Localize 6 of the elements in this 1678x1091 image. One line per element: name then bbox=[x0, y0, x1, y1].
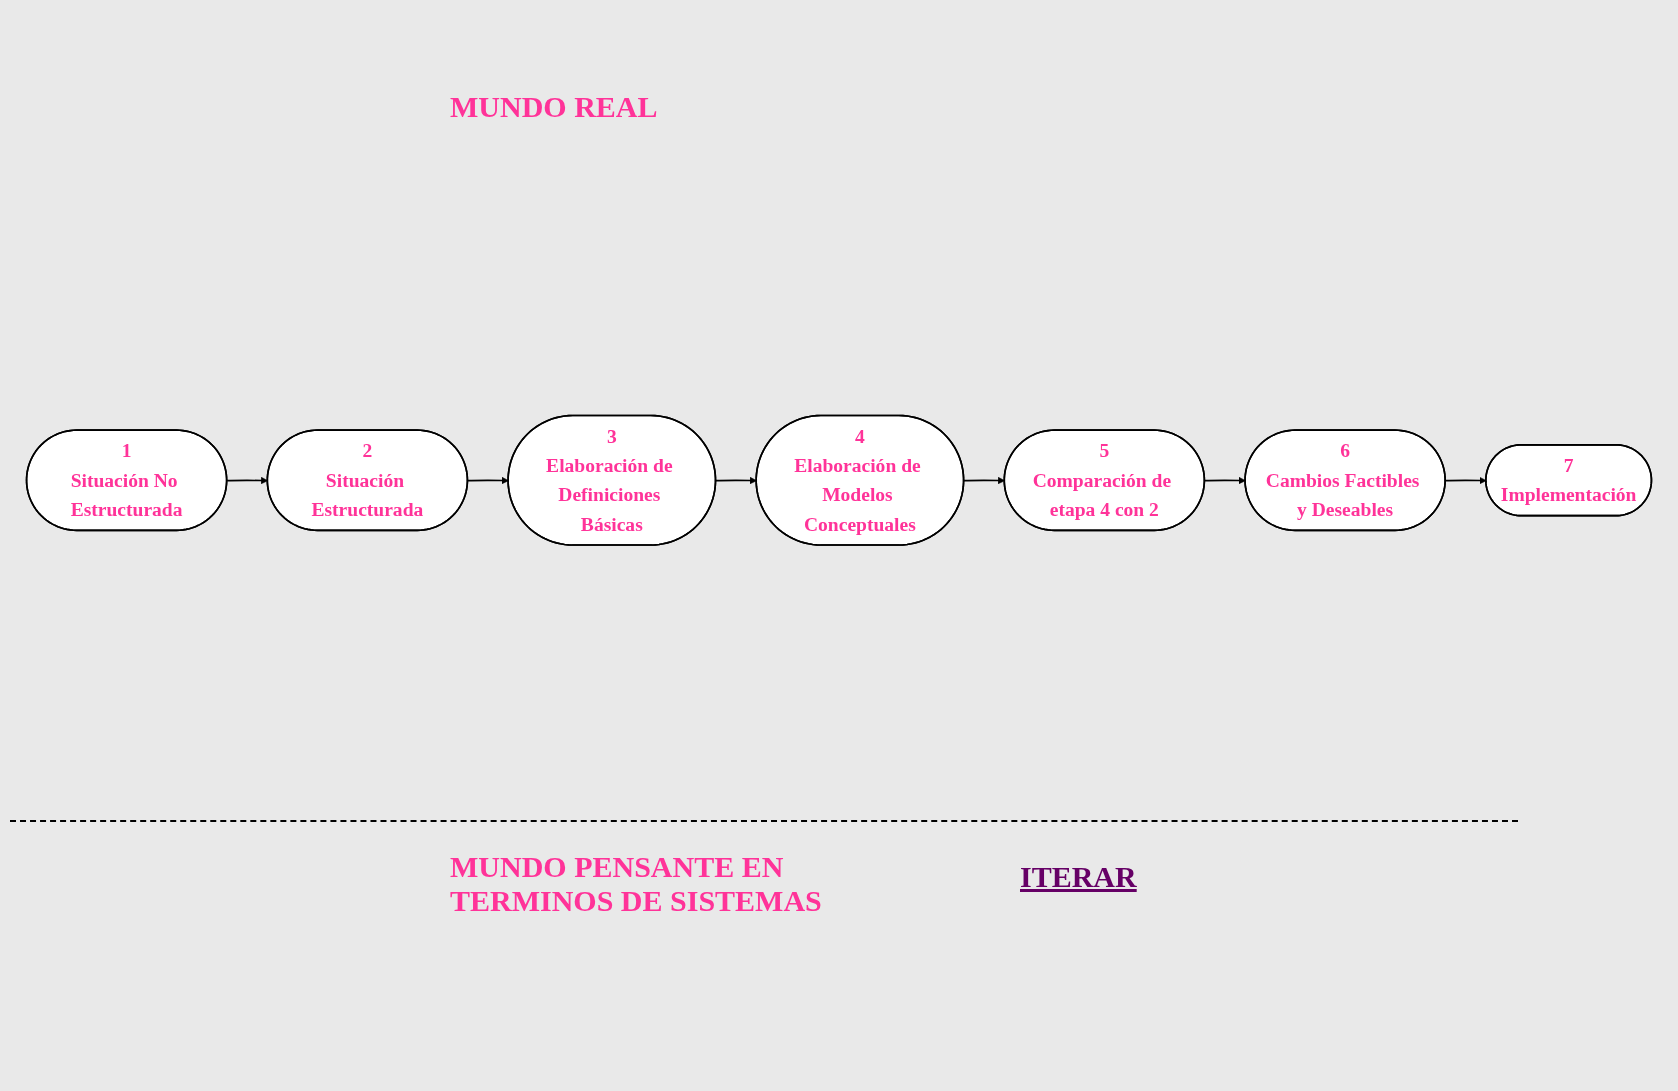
region-label: MUNDO PENSANTE EN TERMINOS DE SISTEMAS bbox=[450, 850, 823, 918]
region-label: MUNDO REAL bbox=[450, 90, 658, 124]
arrow bbox=[715, 476, 757, 484]
arrow bbox=[467, 476, 509, 484]
iterate-label: ITERAR bbox=[1020, 860, 1137, 894]
arrow bbox=[963, 476, 1005, 484]
